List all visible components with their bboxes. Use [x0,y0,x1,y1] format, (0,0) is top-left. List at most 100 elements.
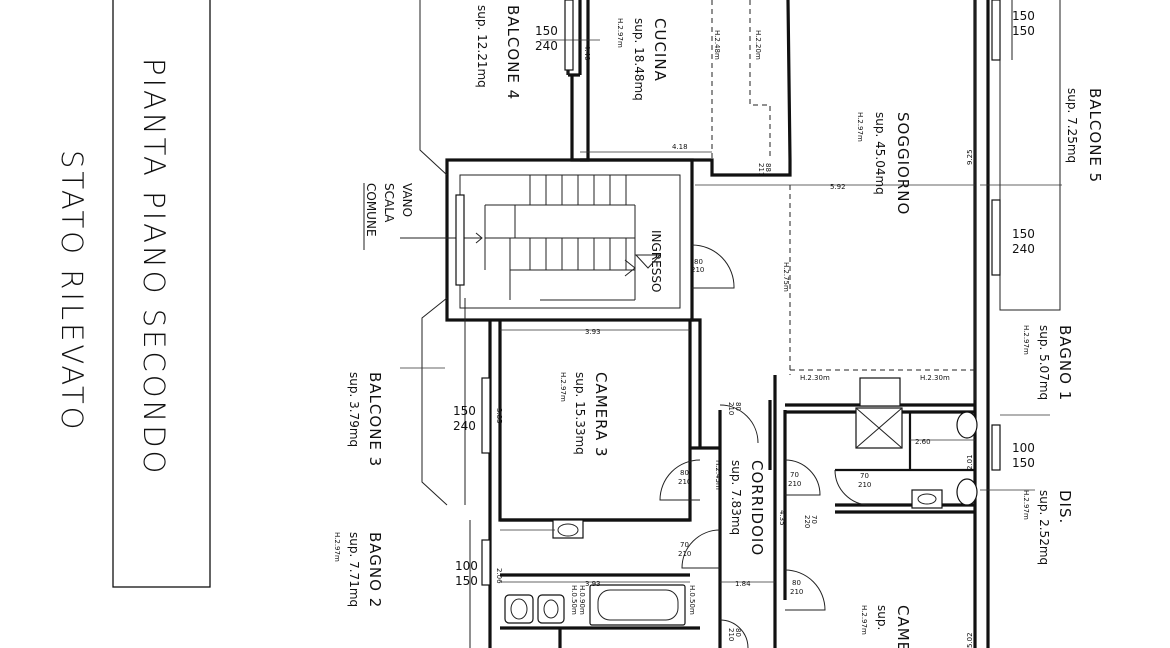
balcone5-outline [999,0,1061,311]
svg-text:sup. 18.48mq: sup. 18.48mq [632,18,646,101]
height-r230b: H.2.30m [920,374,950,382]
svg-text:H.2.97m: H.2.97m [616,18,624,48]
svg-text:80: 80 [792,579,801,587]
door-camera3 [659,459,701,501]
opening-d-ingresso: 80 210 [691,258,704,274]
opening-d-camera3: 80 210 [678,469,691,486]
plan-title: PIANTA PIANO SECONDO [137,58,171,476]
svg-text:SCALA: SCALA [382,183,396,223]
svg-text:H.2.97m: H.2.97m [860,605,868,635]
svg-text:210: 210 [788,480,801,488]
label-dis: DIS. sup. 2.52mq H.2.97m [1022,490,1074,565]
bidet-bagno2 [537,594,565,624]
svg-text:DIS.: DIS. [1056,490,1074,524]
opening-d-bottom: 80 210 [727,628,742,641]
svg-text:sup. 5.07mq: sup. 5.07mq [1037,325,1051,400]
door-ingresso [691,244,735,289]
svg-text:H.2.45m: H.2.45m [714,460,722,490]
wall-dis-bottom [835,503,975,514]
svg-text:70: 70 [860,472,869,480]
svg-text:BALCONE 4: BALCONE 4 [504,5,522,100]
opening-d-corridor-right: 70 210 [788,471,801,488]
window-soggiorno-top [991,0,1001,61]
svg-text:210: 210 [678,478,691,486]
svg-text:BALCONE 5: BALCONE 5 [1086,88,1104,183]
window-kitchen [564,0,574,71]
svg-text:80: 80 [680,469,689,477]
svg-text:210: 210 [691,266,704,274]
svg-text:CAMERA 3: CAMERA 3 [592,372,610,458]
wall-right-lower [973,400,990,648]
height-h150b: H.0.50m [688,585,696,615]
window-soggiorno [991,199,1001,276]
window-bagno2 [481,539,491,586]
svg-text:80: 80 [694,258,703,266]
dim-value-bagno1-w: 2.60 [915,438,931,446]
svg-text:210: 210 [858,481,871,489]
door-bagno1 [834,469,871,506]
dim-value-bagno1-h: 2.01 [966,454,974,470]
svg-text:210: 210 [678,550,691,558]
opening-w-top-right: 150 150 [1012,9,1035,38]
svg-text:80: 80 [734,402,742,411]
svg-text:80: 80 [734,628,742,637]
wall-camera3-right [698,410,722,450]
svg-text:BALCONE 3: BALCONE 3 [366,372,384,467]
svg-text:sup. 7.25mq: sup. 7.25mq [1065,88,1079,163]
opening-w-soggiorno: 150 240 [1012,227,1035,256]
svg-text:150: 150 [455,574,478,588]
opening-d-bagno1: 70 210 [858,472,871,489]
door-bottom [719,619,749,648]
opening-d-corridor-low: 80 210 [790,579,803,596]
height-r230a: H.2.30m [800,374,830,382]
svg-text:sup. 3.79mq: sup. 3.79mq [347,372,361,447]
wc-bagno2 [504,594,534,624]
svg-text:210: 210 [790,588,803,596]
plan-subtitle: STATO RILEVATO [55,150,89,433]
opening-w-camera3: 150 240 [453,404,476,433]
sink-bagno2 [552,519,584,539]
svg-text:sup. 15.33mq: sup. 15.33mq [573,372,587,455]
window-bagno1 [991,424,1001,471]
svg-text:BAGNO 1: BAGNO 1 [1056,325,1074,401]
wall-corridor-left [718,400,772,648]
wall-bagno2 [500,518,690,577]
svg-text:70: 70 [680,541,689,549]
svg-text:217: 217 [757,163,765,176]
dim-value-corr-h: 4.35 [778,510,786,526]
label-ingresso: INGRESSO [634,230,663,292]
dim-value-bagno2-h: 2.06 [495,568,503,584]
dim-value-soggiorno-w: 5.92 [830,183,846,191]
svg-text:240: 240 [1012,242,1035,256]
opening-d-corridor-top: 80 210 [727,402,742,415]
wall-corridor-right [773,375,787,648]
dim-value-cucina-w: 4.18 [672,143,688,151]
svg-text:H.2.97m: H.2.97m [333,532,341,562]
window-camera3 [481,377,491,454]
height-h275: H.2.75m [782,262,790,292]
wall-exterior-right [973,0,990,400]
opening-w-top-left: 150 240 [535,24,558,53]
wall-bagno2-bottom [500,626,700,648]
svg-text:sup. 7.71mq: sup. 7.71mq [347,532,361,607]
wall-bagno1-mid [835,412,975,472]
svg-text:H.2.97m: H.2.97m [856,112,864,142]
label-camera-partial: CAME sup. H.2.97m [860,605,912,648]
dim-value-camera3-h: 3.85 [495,408,503,424]
beam-kitchen [711,0,771,160]
svg-text:INGRESSO: INGRESSO [649,230,663,292]
svg-text:sup. 2.52mq: sup. 2.52mq [1037,490,1051,565]
label-bagno2: BAGNO 2 sup. 7.71mq H.2.97m [333,532,384,608]
opening-d-small: 70 220 [803,515,818,528]
stair-window [455,194,465,286]
svg-text:240: 240 [535,39,558,53]
svg-text:70: 70 [790,471,799,479]
svg-text:150: 150 [1012,227,1035,241]
door-corridor-low [784,569,826,611]
svg-text:210: 210 [727,402,735,415]
svg-text:240: 240 [453,419,476,433]
dim-value-bagno2-w: 3.93 [585,580,601,588]
label-camera3: CAMERA 3 sup. 15.33mq H.2.97m [559,372,610,458]
label-balcone5: BALCONE 5 sup. 7.25mq [1065,88,1104,183]
